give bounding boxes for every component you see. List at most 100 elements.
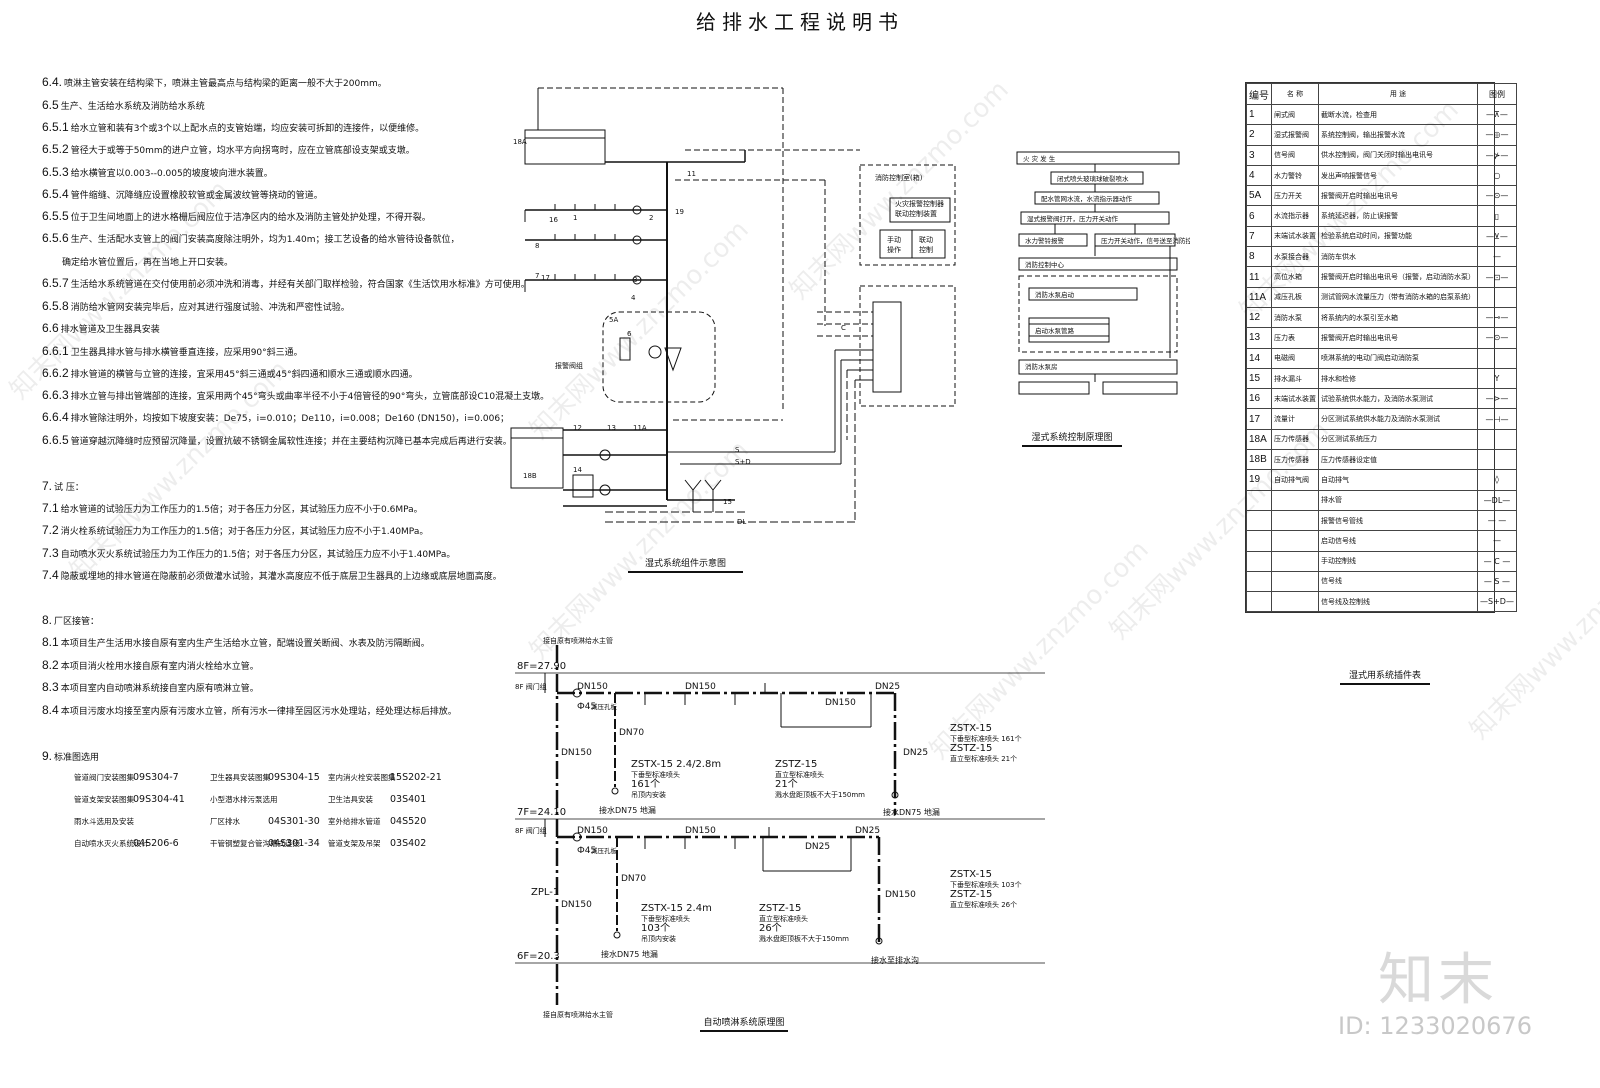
floor-level-label: 7F=24.10 — [517, 807, 566, 818]
legend-number — [1246, 530, 1272, 552]
component-label: DL — [737, 518, 746, 526]
component-label: 11A — [633, 424, 647, 432]
standard-cell: 09S304-41 — [133, 794, 185, 805]
legend-number — [1246, 550, 1272, 572]
note-line-text: 管件缩缝、沉降缝应设置橡胶软管或金属波纹管等挠动的管道。 — [70, 191, 323, 201]
note-line-number: 6.5.7 — [42, 276, 69, 290]
standard-cell: 管道支架及吊架 — [328, 839, 381, 848]
note-top-right: 下垂型标准喷头 161个 — [950, 734, 1022, 743]
legend-number: 18B — [1246, 449, 1272, 471]
legend-symbol-icon — [1477, 428, 1517, 451]
floor-level-label: 8F=27.90 — [517, 661, 566, 672]
legend-use: 报警信号管线 — [1318, 509, 1478, 532]
legend-name — [1271, 509, 1319, 532]
legend-name: 压力开关 — [1271, 185, 1319, 207]
legend-use: 压力传感器设定值 — [1318, 449, 1478, 471]
legend-use: 自动排气 — [1318, 469, 1478, 491]
legend-name: 排水漏斗 — [1271, 367, 1319, 390]
standard-cell: 04S520 — [390, 816, 427, 827]
pipe-label: DN150 — [577, 826, 608, 836]
pipe-label: DN25 — [903, 748, 928, 758]
legend-use: 将系统内的水泵引至水箱 — [1318, 306, 1478, 329]
legend-use: 截断水流，检查用 — [1318, 103, 1478, 126]
note-line-number: 6.4. — [42, 75, 63, 89]
pipe-label: DN150 — [561, 900, 592, 910]
control-box — [1102, 381, 1178, 395]
valve-label: 减压孔板 — [591, 702, 618, 711]
note-top-mid: 直立型标准喷头 — [775, 770, 824, 779]
legend-symbol-icon: — — [1477, 530, 1517, 552]
drain-label: 接水DN75 地漏 — [883, 807, 940, 817]
standard-cell: 09S304-15 — [268, 772, 320, 783]
control-box — [1018, 233, 1088, 247]
panel-btn: 联动 — [919, 235, 933, 244]
legend-number: 8 — [1246, 246, 1272, 268]
note-line-text: 生产、生活配水支管上的阀门安装高度除注明外，均为1.40m；接工艺设备的给水管待… — [70, 235, 460, 245]
component-label: 19 — [675, 208, 684, 216]
valve-label: Ф45 — [577, 846, 596, 856]
legend-name: 水力警铃 — [1271, 164, 1319, 187]
test-line-text: 隐蔽或埋地的排水管道在隐蔽前必须做灌水试验，其灌水高度应不低于底层卫生器具的上边… — [60, 572, 502, 582]
legend-use: 排水和检修 — [1318, 367, 1478, 390]
pipe-label: DN150 — [685, 682, 716, 692]
legend-header: 编号 — [1246, 83, 1272, 105]
legend-symbol-icon: —⊸— — [1477, 306, 1517, 329]
legend-use: 供水控制阀，阀门关闭时输出电讯号 — [1318, 144, 1478, 166]
caption-sprinkler: 自动喷淋系统原理图 — [700, 1015, 788, 1032]
note-top-right: 直立型标准喷头 21个 — [950, 754, 1017, 763]
legend-use: 发出声响报警信号 — [1318, 164, 1478, 187]
note-top-left: 吊顶内安装 — [631, 790, 666, 799]
legend-use: 系统延迟器，防止误报警 — [1318, 205, 1478, 227]
standard-heading: 9.标准图选用 — [42, 750, 99, 763]
note-line-number: 6.5.6 — [42, 231, 69, 245]
note-line-text: 管径大于或等于50mm的进户立管，均水平方向拐弯时，应在立管底部设支架或支墩。 — [70, 146, 415, 156]
component-label: S — [735, 446, 740, 454]
note-line: 6.4.喷淋主管安装在结构梁下，喷淋主管最高点与结构梁的距离一般不大于200mm… — [42, 76, 387, 89]
legend-use: 测试管网水流量压力（带有消防水箱的启泵系统） — [1318, 286, 1478, 308]
standard-cell: 室内消火栓安装图集 — [328, 773, 396, 782]
legend-symbol-icon: — S — — [1477, 570, 1517, 593]
legend-use: 报警阀开启时输出电讯号 — [1318, 327, 1478, 349]
sprinkler-riser-diagram: 接自原有喷淋给水主管接自原有喷淋给水主管8F=27.907F=24.106F=2… — [515, 636, 1045, 1019]
standard-cell: 15S202-21 — [390, 772, 442, 783]
legend-number: 7 — [1246, 225, 1272, 248]
alarm-valve-group — [602, 311, 716, 403]
panel-btn: 控制 — [919, 245, 933, 254]
legend-number: 14 — [1246, 347, 1272, 369]
note-line-number: 6.6.2 — [42, 366, 69, 380]
legend-symbol-icon: — — [1477, 246, 1517, 268]
legend-row: 信号线— S — — [1246, 570, 1517, 593]
note-bot-left: 103个 — [641, 922, 670, 934]
test-line-text: 试 压： — [54, 483, 84, 493]
note-line-text: 排水管除注明外，均按如下坡度安装：De75，i=0.010；De110，i=0.… — [70, 414, 510, 424]
note-bot-mid: 26个 — [759, 922, 782, 934]
panel-btn: 操作 — [887, 245, 901, 254]
legend-row: 信号线及控制线—S+D— — [1246, 591, 1517, 613]
legend-name: 自动排气阀 — [1271, 469, 1319, 491]
test-line-number: 7.1 — [42, 501, 59, 515]
component-label: 4 — [631, 294, 636, 302]
legend-symbol-icon: ◊ — [1477, 469, 1517, 491]
drain-label: 接水DN75 地漏 — [601, 949, 658, 959]
control-principle-diagram: 火 灾 发 生闭式喷头玻璃球破裂喷水配水管网水流，水流指示器动作湿式报警阀打开，… — [1016, 151, 1190, 395]
legend-use: 消防车供水 — [1318, 246, 1478, 268]
yard-line-text: 厂区接管： — [54, 617, 100, 627]
note-line-text: 给水立管和装有3个或3个以上配水点的支管始端，均应安装可拆卸的连接件，以便维修。 — [70, 124, 425, 134]
legend-use: 试验系统供水能力，及消防水泵测试 — [1318, 388, 1478, 410]
component-label: 2 — [649, 214, 653, 222]
legend-use: 分区测试系统供水能力及消防水泵测试 — [1318, 408, 1478, 430]
note-top-left: 161个 — [631, 778, 660, 790]
note-line-number: 6.6 — [42, 321, 59, 335]
note-line-number: 6.6.4 — [42, 410, 69, 424]
standard-cell: 04S301-30 — [268, 816, 320, 827]
legend-symbol-icon — [1477, 286, 1517, 308]
